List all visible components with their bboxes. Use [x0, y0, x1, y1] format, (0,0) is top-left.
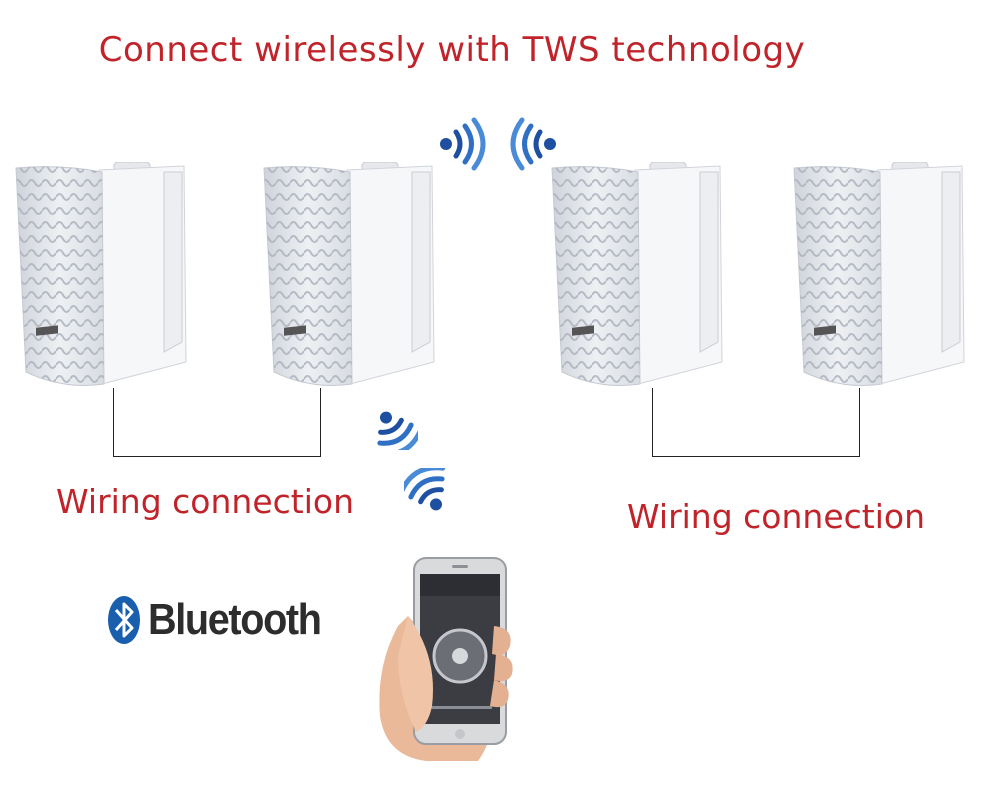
wiring-line-right	[652, 388, 860, 457]
bluetooth-logo: Bluetooth	[106, 594, 340, 646]
speaker-icon	[263, 162, 435, 386]
wiring-line-left	[113, 388, 321, 457]
wiring-label-right: Wiring connection	[627, 497, 925, 536]
wiring-label-left: Wiring connection	[56, 482, 354, 521]
bluetooth-icon	[108, 596, 140, 644]
headline: Connect wirelessly with TWS technology	[98, 30, 806, 70]
wifi-signal-icon	[404, 468, 458, 518]
speaker-icon	[551, 162, 723, 386]
speaker-icon	[793, 162, 965, 386]
hand-holding-phone	[379, 557, 513, 761]
wifi-signal-icon	[368, 404, 418, 450]
bluetooth-wordmark: Bluetooth	[148, 595, 322, 644]
speaker-icon	[15, 162, 187, 386]
